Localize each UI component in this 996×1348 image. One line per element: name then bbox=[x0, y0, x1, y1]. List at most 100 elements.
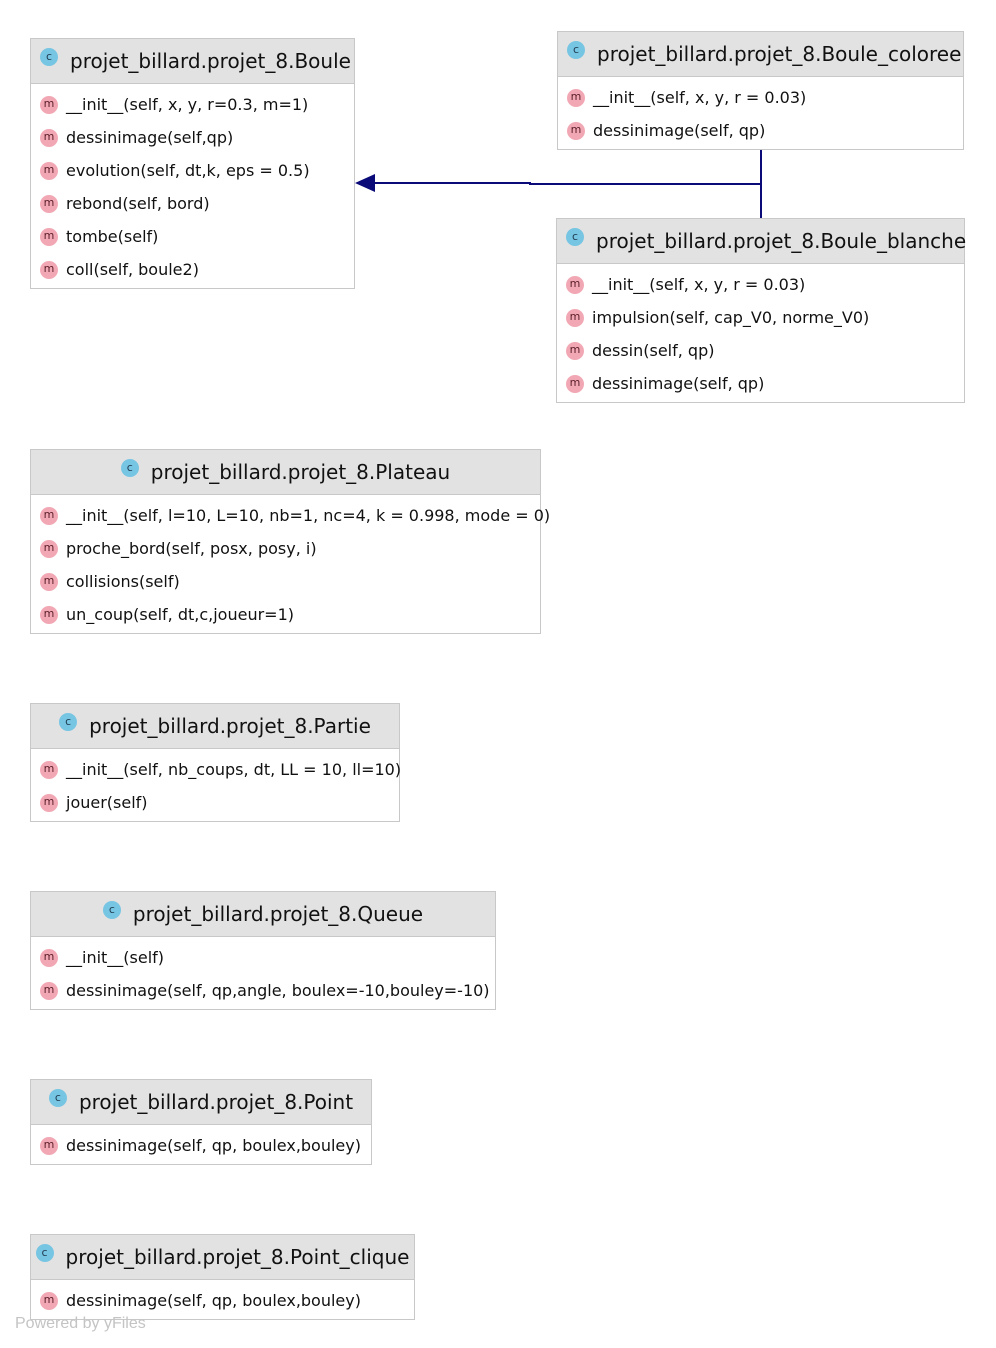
method-icon: m bbox=[40, 539, 58, 558]
method-icon: m bbox=[40, 572, 58, 591]
method-signature: dessinimage(self, qp) bbox=[592, 374, 765, 393]
method-row[interactable]: m__init__(self, x, y, r = 0.03) bbox=[557, 268, 964, 301]
method-icon: m bbox=[566, 341, 584, 360]
method-signature: un_coup(self, dt,c,joueur=1) bbox=[66, 605, 294, 624]
method-row[interactable]: m evolution(self, dt,k, eps = 0.5) bbox=[31, 154, 354, 187]
class-header: c projet_billard.projet_8.Queue bbox=[31, 892, 495, 937]
class-name: projet_billard.projet_8.Partie bbox=[89, 714, 371, 738]
method-signature: dessinimage(self,qp) bbox=[66, 128, 234, 147]
class-header: c projet_billard.projet_8.Partie bbox=[31, 704, 399, 749]
method-icon: m bbox=[566, 308, 584, 327]
method-signature: __init__(self, nb_coups, dt, LL = 10, ll… bbox=[66, 760, 402, 779]
method-icon: m bbox=[40, 605, 58, 624]
class-name: projet_billard.projet_8.Plateau bbox=[150, 460, 451, 484]
class-header: c projet_billard.projet_8.Point_clique bbox=[31, 1235, 414, 1280]
method-icon: m bbox=[40, 981, 58, 1000]
class-point-clique[interactable]: c projet_billard.projet_8.Point_clique m… bbox=[30, 1234, 415, 1320]
method-signature: proche_bord(self, posx, posy, i) bbox=[66, 539, 317, 558]
method-row[interactable]: m __init__(self, nb_coups, dt, LL = 10, l… bbox=[31, 753, 402, 786]
method-icon: m bbox=[40, 1136, 58, 1155]
method-row[interactable]: m__init__(self, l=10, L=10, nb=1, nc=4, … bbox=[31, 499, 550, 532]
class-name: projet_billard.projet_8.Boule bbox=[70, 49, 351, 73]
method-signature: evolution(self, dt,k, eps = 0.5) bbox=[66, 161, 310, 180]
method-signature: __init__(self, x, y, r = 0.03) bbox=[592, 275, 806, 294]
method-signature: dessinimage(self, qp, boulex,bouley) bbox=[66, 1136, 361, 1155]
method-icon: m bbox=[40, 95, 58, 114]
class-icon: c bbox=[35, 1244, 54, 1262]
method-list: m __init__(self) m dessinimage(self, qp,an… bbox=[31, 937, 495, 1009]
method-list: m __init__(self, x, y, r = 0.03) m dessini… bbox=[558, 77, 963, 149]
class-boule[interactable]: c projet_billard.projet_8.Boule m__init_… bbox=[30, 38, 355, 289]
class-header: c projet_billard.projet_8.Plateau bbox=[31, 450, 540, 495]
class-header: c projet_billard.projet_8.Boule_coloree bbox=[558, 32, 963, 77]
method-row[interactable]: m dessinimage(self, qp,angle, boulex=-10,… bbox=[31, 974, 495, 1007]
class-boule-coloree[interactable]: c projet_billard.projet_8.Boule_coloree … bbox=[557, 31, 964, 150]
method-icon: m bbox=[40, 161, 58, 180]
method-row[interactable]: m tombe(self) bbox=[31, 220, 354, 253]
class-name: projet_billard.projet_8.Point bbox=[78, 1090, 354, 1114]
method-signature: __init__(self) bbox=[66, 948, 165, 967]
method-icon: m bbox=[40, 1291, 58, 1310]
method-signature: __init__(self, l=10, L=10, nb=1, nc=4, k… bbox=[66, 506, 551, 525]
method-icon: m bbox=[40, 948, 58, 967]
method-signature: rebond(self, bord) bbox=[66, 194, 210, 213]
method-list: m __init__(self, nb_coups, dt, LL = 10, l… bbox=[31, 749, 402, 821]
method-list: m __init__(self, l=10, L=10, nb=1, nc=4, … bbox=[31, 495, 550, 633]
method-row[interactable]: m __init__(self, x, y, r = 0.03) bbox=[558, 81, 963, 114]
class-icon: c bbox=[120, 459, 139, 477]
method-row[interactable]: m jouer(self) bbox=[31, 786, 399, 819]
method-row[interactable]: m __init__(self) bbox=[31, 941, 495, 974]
method-row[interactable]: m proche_bord(self, posx, posy, i) bbox=[31, 532, 540, 565]
class-name: projet_billard.projet_8.Boule_blanche bbox=[596, 229, 967, 253]
method-icon: m bbox=[40, 760, 58, 779]
class-icon: c bbox=[566, 228, 584, 246]
method-row[interactable]: m__init__(self, x, y, r=0.3, m=1) bbox=[31, 88, 354, 121]
class-icon: c bbox=[40, 48, 58, 66]
class-name: projet_billard.projet_8.Queue bbox=[132, 902, 424, 926]
class-queue[interactable]: c projet_billard.projet_8.Queue m __init_… bbox=[30, 891, 496, 1010]
method-signature: __init__(self, x, y, r = 0.03) bbox=[593, 88, 807, 107]
method-row[interactable]: m dessin(self, qp) bbox=[557, 334, 964, 367]
class-plateau[interactable]: c projet_billard.projet_8.Plateau m __ini… bbox=[30, 449, 550, 634]
method-row[interactable]: m dessinimage(self,qp) bbox=[31, 121, 354, 154]
method-icon: m bbox=[40, 227, 58, 246]
method-row[interactable]: m impulsion(self, cap_V0, norme_V0) bbox=[557, 301, 964, 334]
class-header: c projet_billard.projet_8.Boule bbox=[31, 39, 354, 84]
method-signature: dessin(self, qp) bbox=[592, 341, 715, 360]
method-row[interactable]: m dessinimage(self, qp) bbox=[558, 114, 963, 147]
method-signature: impulsion(self, cap_V0, norme_V0) bbox=[592, 308, 870, 327]
method-signature: collisions(self) bbox=[66, 572, 180, 591]
class-icon: c bbox=[567, 41, 585, 59]
method-icon: m bbox=[567, 88, 585, 107]
method-signature: tombe(self) bbox=[66, 227, 159, 246]
method-signature: dessinimage(self, qp) bbox=[593, 121, 766, 140]
method-icon: m bbox=[40, 260, 58, 279]
method-row[interactable]: m collisions(self) bbox=[31, 565, 540, 598]
method-icon: m bbox=[40, 128, 58, 147]
class-icon: c bbox=[102, 901, 121, 919]
method-row[interactable]: m dessinimage(self, qp) bbox=[557, 367, 964, 400]
yfiles-watermark: Powered by yFiles bbox=[15, 1315, 146, 1332]
inheritance-arrowhead bbox=[355, 174, 375, 192]
class-partie[interactable]: c projet_billard.projet_8.Partie m __init… bbox=[30, 703, 402, 822]
method-row[interactable]: m dessinimage(self, qp, boulex,bouley) bbox=[31, 1129, 371, 1162]
method-signature: coll(self, boule2) bbox=[66, 260, 199, 279]
method-row[interactable]: m un_coup(self, dt,c,joueur=1) bbox=[31, 598, 540, 631]
method-icon: m bbox=[566, 374, 584, 393]
method-signature: jouer(self) bbox=[66, 793, 148, 812]
method-row[interactable]: m coll(self, boule2) bbox=[31, 253, 354, 286]
class-icon: c bbox=[59, 713, 78, 731]
class-point[interactable]: c projet_billard.projet_8.Point m dessini… bbox=[30, 1079, 372, 1165]
class-name: projet_billard.projet_8.Point_clique bbox=[65, 1245, 410, 1269]
class-boule-blanche[interactable]: c projet_billard.projet_8.Boule_blanche … bbox=[556, 218, 967, 403]
class-header: c projet_billard.projet_8.Point bbox=[31, 1080, 371, 1125]
method-list: m dessinimage(self, qp, boulex,bouley) bbox=[31, 1125, 371, 1164]
method-icon: m bbox=[567, 121, 585, 140]
method-signature: dessinimage(self, qp,angle, boulex=-10,b… bbox=[66, 981, 490, 1000]
method-icon: m bbox=[40, 793, 58, 812]
